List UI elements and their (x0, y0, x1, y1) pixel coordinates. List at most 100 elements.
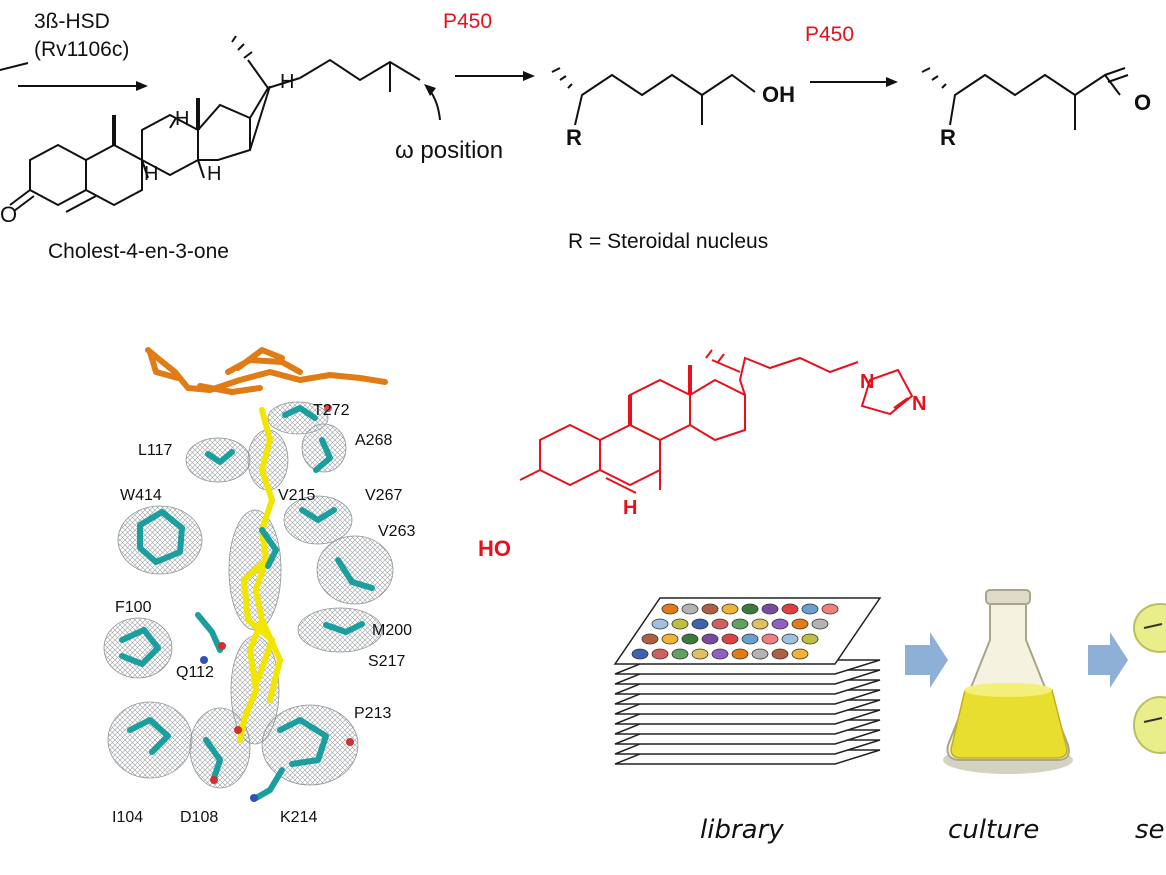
library-well (761, 603, 779, 615)
library-well (781, 603, 799, 615)
library-well (781, 633, 799, 645)
workflow-step-library: library (700, 815, 784, 845)
p450-label-step2: P450 (805, 23, 854, 46)
aldehyde-oxygen: O (1134, 90, 1151, 115)
reaction-arrow-2-head (523, 71, 535, 81)
residue-label: V267 (365, 487, 402, 504)
enzyme-label-line2: (Rv1106c) (34, 38, 129, 61)
imidazole-nitrogen-3: N (912, 393, 926, 415)
library-well (771, 648, 789, 660)
p450-label-step1: P450 (443, 10, 492, 33)
r-group-alcohol: R (566, 125, 582, 150)
residue-label: V215 (278, 487, 315, 504)
library-well (711, 648, 729, 660)
residue-label: K214 (280, 809, 317, 826)
workflow-arrow-2 (1088, 632, 1128, 688)
library-well (791, 618, 809, 630)
r-group-aldehyde: R (940, 125, 956, 150)
cholestenone-structure (9, 35, 421, 213)
inhibitor-hydrogen: H (623, 497, 637, 519)
inhibitor-structure (519, 349, 914, 494)
ligand-molecule (237, 407, 283, 743)
library-well (721, 603, 739, 615)
reaction-scheme (0, 35, 1129, 213)
inhibitor-hydroxyl: HO (478, 536, 511, 561)
omega-position-label: ω position (395, 137, 503, 164)
library-well (741, 603, 759, 615)
oxygen-atom (218, 642, 226, 650)
oxygen-atom (324, 404, 332, 412)
library-well (701, 603, 719, 615)
library-well (641, 633, 659, 645)
aldehyde-product-structure (921, 67, 1129, 130)
crystal-structure-panel (103, 347, 394, 802)
residue-label: T272 (313, 402, 350, 419)
residue-label: V263 (378, 523, 415, 540)
hydroxyl-group: OH (762, 82, 795, 107)
culture-flask (943, 589, 1073, 774)
oxygen-atom (234, 726, 242, 734)
workflow-step-culture: culture (948, 815, 1039, 845)
residue-label: I104 (112, 809, 143, 826)
compound-library-plates (613, 597, 882, 765)
h-atom-c17: H (280, 71, 294, 93)
library-well (731, 618, 749, 630)
residue-label: L117 (138, 442, 173, 459)
h-atom-c14: H (207, 163, 221, 185)
incoming-bond (0, 62, 29, 71)
residue-label: F100 (115, 599, 152, 616)
alcohol-product-structure (551, 67, 756, 126)
nitrogen-atom (250, 794, 258, 802)
residue-label: W414 (120, 487, 162, 504)
nitrogen-atom (200, 656, 208, 664)
library-well (691, 618, 709, 630)
library-well (701, 633, 719, 645)
residue-label: P213 (354, 705, 391, 722)
library-well (671, 648, 689, 660)
residue-label: A268 (355, 432, 392, 449)
library-well (791, 648, 809, 660)
library-well (651, 648, 669, 660)
library-well (731, 648, 749, 660)
heme-cofactor (145, 347, 388, 395)
library-plate-top (613, 597, 882, 665)
library-well (681, 633, 699, 645)
library-well (681, 603, 699, 615)
library-well (751, 648, 769, 660)
residue-label: M200 (372, 622, 412, 639)
reaction-arrow-3-head (886, 77, 898, 87)
library-well (661, 603, 679, 615)
substrate-name: Cholest-4-en-3-one (48, 240, 229, 263)
residue-label: D108 (180, 809, 218, 826)
library-well (711, 618, 729, 630)
library-well (661, 633, 679, 645)
residue-label: Q112 (176, 664, 214, 681)
enzyme-label-line1: 3ß-HSD (34, 10, 110, 33)
library-well (721, 633, 739, 645)
residue-labels: T272 A268 L117 W414 V215 V267 V263 F100 … (112, 402, 415, 826)
oxygen-atom (210, 776, 218, 784)
library-well (741, 633, 759, 645)
reaction-arrow-1-head (136, 81, 148, 91)
r-definition: R = Steroidal nucleus (568, 230, 768, 253)
h-atom-c9: H (144, 163, 158, 185)
oxygen-atom (346, 738, 354, 746)
omega-arrow-head (424, 84, 436, 96)
workflow-step-screening: se (1135, 815, 1165, 845)
residue-sticks (119, 405, 375, 801)
workflow-arrow-1 (905, 632, 948, 688)
residue-label: S217 (368, 653, 405, 670)
library-well (751, 618, 769, 630)
library-well (801, 633, 819, 645)
library-well (801, 603, 819, 615)
library-well (811, 618, 829, 630)
library-well (761, 633, 779, 645)
h-atom-c8: H (175, 108, 189, 130)
library-well (651, 618, 669, 630)
library-well (771, 618, 789, 630)
library-well (671, 618, 689, 630)
library-well (691, 648, 709, 660)
imidazole-nitrogen-1: N (860, 371, 874, 393)
